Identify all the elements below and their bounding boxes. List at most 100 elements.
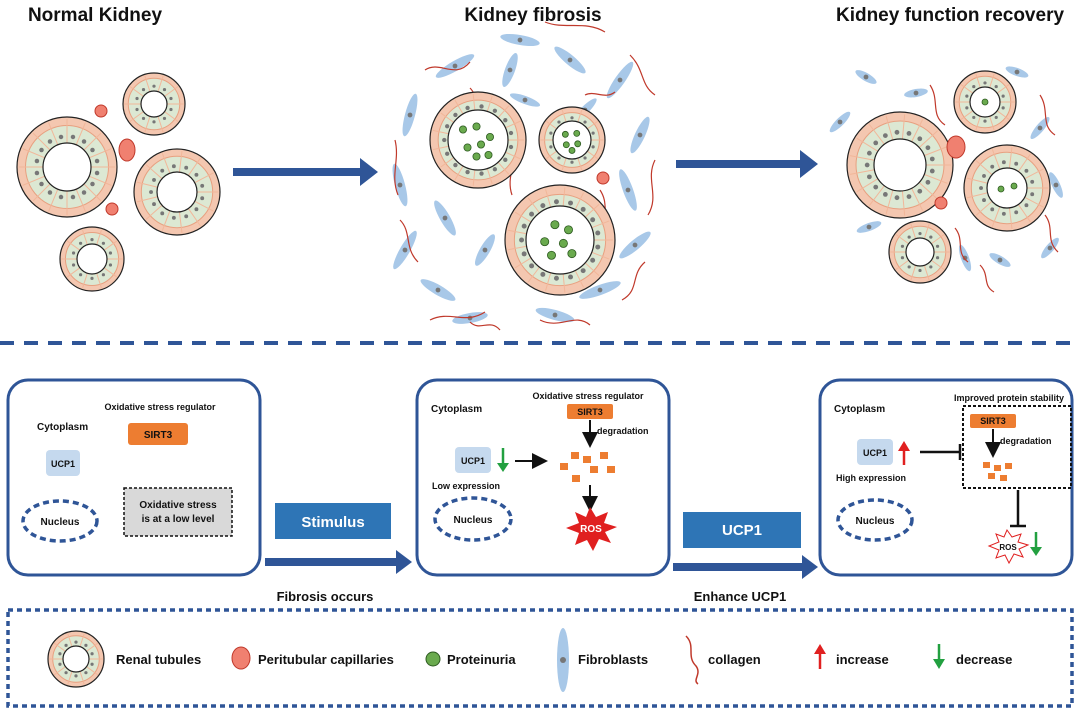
fibroblast xyxy=(606,61,634,99)
fibroblast xyxy=(1041,237,1059,259)
stimulus-box xyxy=(275,503,391,539)
enhance-ucp1-label: Enhance UCP1 xyxy=(694,589,786,604)
increase-arrow-icon xyxy=(898,441,910,465)
legend-collagen-icon xyxy=(685,635,699,685)
collagen-fiber xyxy=(399,219,419,263)
proteinuria-dot xyxy=(1010,182,1018,190)
cytoplasm-label: Cytoplasm xyxy=(37,422,88,433)
ros-label: ROS xyxy=(999,543,1017,552)
proteinuria-dot xyxy=(567,249,577,259)
fibroblast xyxy=(435,54,475,78)
legend-frame xyxy=(6,608,1074,708)
fibroblast xyxy=(855,70,877,84)
fibroblast xyxy=(509,93,541,107)
fibroblast xyxy=(904,88,928,98)
ucp1-label: UCP1 xyxy=(863,448,887,458)
title-normal-kidney: Normal Kidney xyxy=(28,5,163,26)
peritubular-capillary xyxy=(596,171,610,185)
fibroblast xyxy=(535,307,575,323)
sirt3-label: SIRT3 xyxy=(980,416,1006,426)
ucp1-step-label: UCP1 xyxy=(722,522,762,539)
nucleus xyxy=(836,498,914,542)
fibroblast xyxy=(392,163,408,207)
nucleus-label: Nucleus xyxy=(41,517,80,528)
stress-line-1: Oxidative stress xyxy=(139,500,217,511)
arrow-normal-to-fibrosis xyxy=(233,158,378,186)
renal-tubule xyxy=(538,106,606,174)
fibroblast xyxy=(1049,172,1063,198)
renal-tubule xyxy=(953,70,1017,134)
fibroblast xyxy=(420,279,456,301)
stress-line-2: is at a low level xyxy=(142,514,215,525)
fibroblast xyxy=(554,46,586,74)
peritubular-capillary xyxy=(934,196,948,210)
collagen-fiber xyxy=(929,84,946,126)
renal-tubule xyxy=(59,226,125,292)
fibroblast xyxy=(402,93,418,137)
fibroblast xyxy=(829,111,851,133)
fibroblast xyxy=(579,281,621,299)
ucp1-box xyxy=(455,447,491,473)
peritubular-capillary xyxy=(105,202,119,216)
fibroblast xyxy=(1005,66,1029,78)
legend-proteinuria-label: Proteinuria xyxy=(447,652,516,667)
collagen-fiber xyxy=(424,61,471,71)
proteinuria-dot xyxy=(476,140,485,149)
proteinuria-dot xyxy=(484,150,493,159)
cytoplasm-label: Cytoplasm xyxy=(431,404,482,415)
proteinuria-dot xyxy=(564,225,573,235)
fibroblast xyxy=(475,234,495,266)
fibroblast xyxy=(1030,116,1050,140)
legend: Renal tubules Peritubular capillaries Pr… xyxy=(6,608,1074,708)
degradation-label: degradation xyxy=(1000,436,1052,446)
proteinuria-dot xyxy=(485,132,494,141)
cell-panel-fibrosis: Cytoplasm Oxidative stress regulator SIR… xyxy=(415,378,671,577)
fibroblast xyxy=(958,244,972,272)
collagen-fiber xyxy=(469,321,501,331)
ucp1-step-box xyxy=(683,512,801,548)
sirt3-box xyxy=(970,414,1016,428)
degraded-sirt3-fragments xyxy=(560,452,615,482)
collagen-fiber xyxy=(429,311,486,321)
nucleus-label: Nucleus xyxy=(856,516,895,527)
fibroblast xyxy=(856,221,882,233)
fibrosis-occurs-label: Fibrosis occurs xyxy=(277,589,374,604)
proteinuria-dot xyxy=(997,185,1005,193)
renal-tubule xyxy=(504,184,616,296)
renal-tubule xyxy=(846,111,954,219)
inhibit-arrow xyxy=(920,444,962,460)
collagen-fiber xyxy=(954,227,969,263)
sirt3-box xyxy=(567,404,613,419)
legend-collagen-label: collagen xyxy=(708,652,761,667)
proteinuria-dot xyxy=(574,140,582,148)
ros-burst-icon xyxy=(566,507,617,551)
fibroblast xyxy=(619,169,637,211)
title-kidney-fibrosis: Kidney fibrosis xyxy=(464,5,601,26)
fibroblast xyxy=(434,200,456,236)
proteinuria-dot xyxy=(550,220,560,230)
peritubular-capillary xyxy=(94,104,108,118)
nucleus xyxy=(21,499,99,543)
proteinuria-dot xyxy=(562,141,570,149)
proteinuria-dot xyxy=(573,129,581,137)
kidney-fibrosis-illustration xyxy=(392,21,656,331)
cell-panel-normal: Cytoplasm Oxidative stress regulator SIR… xyxy=(6,378,262,577)
proteinuria-dot xyxy=(547,250,556,260)
collagen-fiber xyxy=(584,91,616,96)
peritubular-capillary xyxy=(118,138,136,162)
nucleus-label: Nucleus xyxy=(454,515,493,526)
renal-tubule xyxy=(429,91,527,189)
fibroblast xyxy=(393,230,417,270)
ros-label: ROS xyxy=(580,524,602,535)
inhibit-ros-arrow xyxy=(1010,490,1026,528)
cell-panel-recovery: Cytoplasm Improved protein stability SIR… xyxy=(818,378,1074,577)
fibroblast xyxy=(989,253,1011,267)
stability-label: Improved protein stability xyxy=(954,393,1064,403)
arrow-fibrosis-to-recovery xyxy=(676,150,818,178)
fibroblast xyxy=(630,116,650,154)
proteinuria-dot xyxy=(463,143,472,152)
proteinuria-dot xyxy=(458,125,467,134)
fibroblast xyxy=(502,52,518,88)
ucp1-box xyxy=(857,439,893,465)
legend-decrease-icon xyxy=(933,644,945,669)
